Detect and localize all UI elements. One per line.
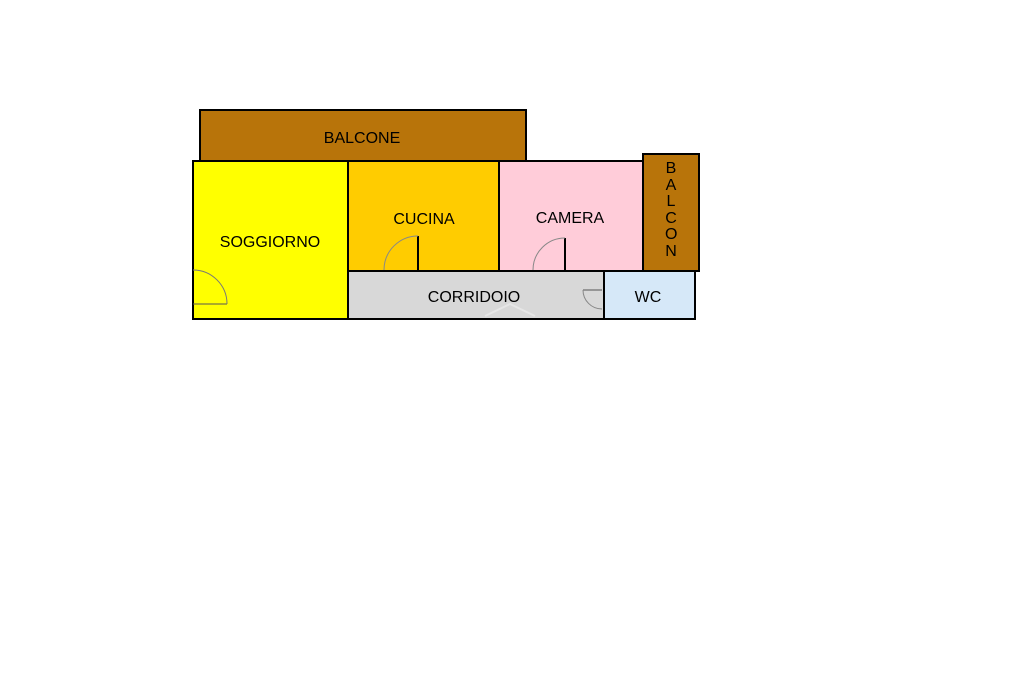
room-wc: [603, 270, 696, 320]
room-label-soggiorno: SOGGIORNO: [219, 234, 321, 251]
room-label-corridoio: CORRIDOIO: [427, 289, 521, 306]
room-label-camera: CAMERA: [535, 210, 605, 227]
room-label-balcone-top: BALCONE: [323, 130, 401, 147]
room-corridoio: [347, 270, 605, 320]
room-label-wc: WC: [634, 289, 662, 306]
room-balcone-side: [642, 153, 700, 272]
room-label-balcone-side: BALCON: [662, 160, 680, 260]
vertical-label-text: BALCON: [665, 160, 678, 260]
room-label-cucina: CUCINA: [393, 211, 455, 228]
